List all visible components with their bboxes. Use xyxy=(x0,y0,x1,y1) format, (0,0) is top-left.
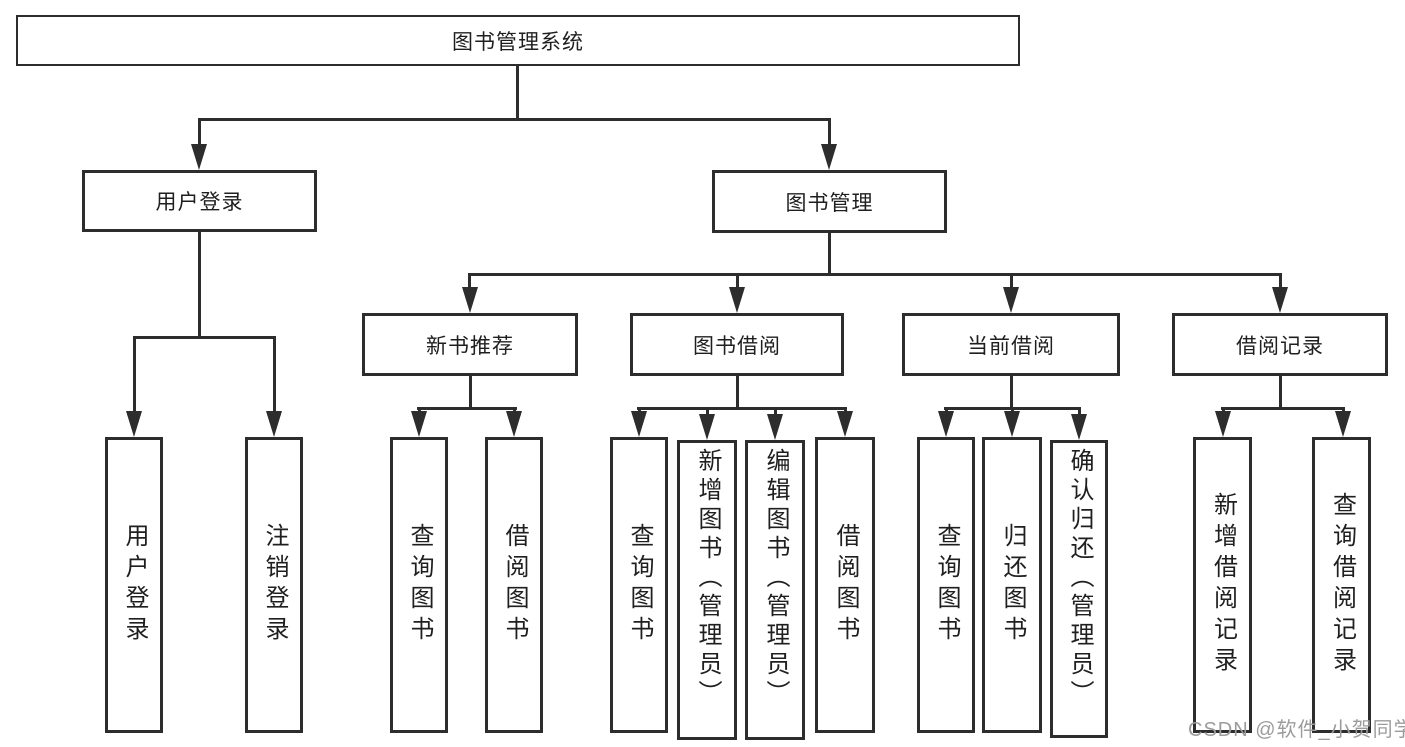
arrowhead-down-icon xyxy=(767,414,783,440)
leaf-label: 新增图书（管理员） xyxy=(694,448,721,709)
connector-drop xyxy=(706,407,709,416)
connector-borrow-records-hline xyxy=(1221,407,1345,410)
connector-root-stem xyxy=(516,66,519,118)
connector-drop-current-borrow xyxy=(1010,273,1013,289)
leaf-label: 归还图书 xyxy=(999,523,1026,647)
leaf-confirm-return-admin: 确认归还（管理员） xyxy=(1050,440,1108,738)
connector-drop-user-login xyxy=(198,118,201,146)
connector-drop xyxy=(1222,407,1225,413)
arrowhead-down-icon xyxy=(699,414,715,440)
leaf-label: 查询图书 xyxy=(933,523,960,647)
connector-drop xyxy=(844,407,847,413)
node-book-management: 图书管理 xyxy=(712,170,947,233)
arrowhead-down-icon xyxy=(938,411,954,437)
leaf-edit-books-admin: 编辑图书（管理员） xyxy=(745,440,805,740)
arrowhead-down-icon xyxy=(1335,411,1351,437)
connector-drop xyxy=(1342,407,1345,413)
connector-drop-book-borrow xyxy=(736,273,739,289)
arrowhead-down-icon xyxy=(1272,287,1288,313)
connector-drop xyxy=(945,407,948,413)
leaf-recommend-query-books: 查询图书 xyxy=(390,437,448,733)
arrowhead-down-icon xyxy=(266,411,282,437)
arrowhead-down-icon xyxy=(191,144,207,170)
connector-drop xyxy=(1011,407,1014,413)
arrowhead-down-icon xyxy=(126,411,142,437)
leaf-logout: 注销登录 xyxy=(245,437,303,733)
arrowhead-down-icon xyxy=(506,411,522,437)
leaf-label: 查询图书 xyxy=(406,523,433,647)
connector-new-book-hline xyxy=(417,407,517,410)
arrowhead-down-icon xyxy=(1003,287,1019,313)
connector-drop-login xyxy=(133,336,136,413)
connector-drop xyxy=(1078,407,1081,416)
leaf-user-login: 用户登录 xyxy=(105,437,163,733)
node-library-management-system: 图书管理系统 xyxy=(16,15,1020,66)
leaf-label: 查询借阅记录 xyxy=(1328,492,1356,678)
leaf-label: 确认归还（管理员） xyxy=(1066,448,1093,709)
csdn-watermark: CSDN @软件_小贺同学 xyxy=(1188,719,1405,741)
leaf-add-borrow-record: 新增借阅记录 xyxy=(1193,437,1252,733)
connector-user-login-hline xyxy=(133,336,276,339)
connector-user-login-stem xyxy=(198,232,201,336)
arrowhead-down-icon xyxy=(631,411,647,437)
node-book-borrowing: 图书借阅 xyxy=(630,313,844,376)
connector-book-borrow-hline xyxy=(637,407,847,410)
leaf-return-books: 归还图书 xyxy=(982,437,1042,733)
connector-drop-borrow-records xyxy=(1279,273,1282,289)
arrowhead-down-icon xyxy=(729,287,745,313)
arrowhead-down-icon xyxy=(821,144,837,170)
connector-current-borrow-stem xyxy=(1010,376,1013,407)
arrowhead-down-icon xyxy=(462,287,478,313)
connector-drop xyxy=(418,407,421,413)
arrowhead-down-icon xyxy=(411,411,427,437)
node-current-borrowing: 当前借阅 xyxy=(902,313,1120,376)
connector-borrow-records-stem xyxy=(1279,376,1282,407)
leaf-borrowing-query-books: 查询图书 xyxy=(610,437,668,733)
arrowhead-down-icon xyxy=(837,411,853,437)
arrowhead-down-icon xyxy=(1215,411,1231,437)
leaf-recommend-borrow-books: 借阅图书 xyxy=(485,437,543,733)
leaf-label: 借阅图书 xyxy=(501,523,528,647)
connector-drop xyxy=(638,407,641,413)
leaf-query-borrow-record: 查询借阅记录 xyxy=(1312,437,1371,733)
connector-new-book-stem xyxy=(469,376,472,407)
leaf-borrowing-borrow-books: 借阅图书 xyxy=(815,437,875,733)
leaf-label: 借阅图书 xyxy=(832,523,859,647)
connector-drop xyxy=(774,407,777,416)
connector-book-borrow-stem xyxy=(736,376,739,407)
leaf-add-books-admin: 新增图书（管理员） xyxy=(677,440,737,740)
connector-drop-logout xyxy=(273,336,276,413)
node-new-book-recommend: 新书推荐 xyxy=(362,313,578,376)
arrowhead-down-icon xyxy=(1071,414,1087,440)
connector-book-management-hline xyxy=(468,273,1282,276)
node-user-login: 用户登录 xyxy=(82,170,317,232)
connector-drop-book-management xyxy=(828,118,831,146)
connector-book-management-stem xyxy=(828,233,831,273)
leaf-logout-label: 注销登录 xyxy=(261,523,288,647)
leaf-label: 查询图书 xyxy=(626,523,653,647)
leaf-label: 新增借阅记录 xyxy=(1209,492,1237,678)
leaf-user-login-label: 用户登录 xyxy=(121,523,148,647)
connector-root-hline xyxy=(198,118,831,121)
leaf-current-query-books: 查询图书 xyxy=(917,437,975,733)
connector-drop-new-book xyxy=(468,273,471,289)
connector-drop xyxy=(513,407,516,413)
arrowhead-down-icon xyxy=(1004,411,1020,437)
node-borrow-records: 借阅记录 xyxy=(1172,313,1388,376)
leaf-label: 编辑图书（管理员） xyxy=(762,448,789,709)
